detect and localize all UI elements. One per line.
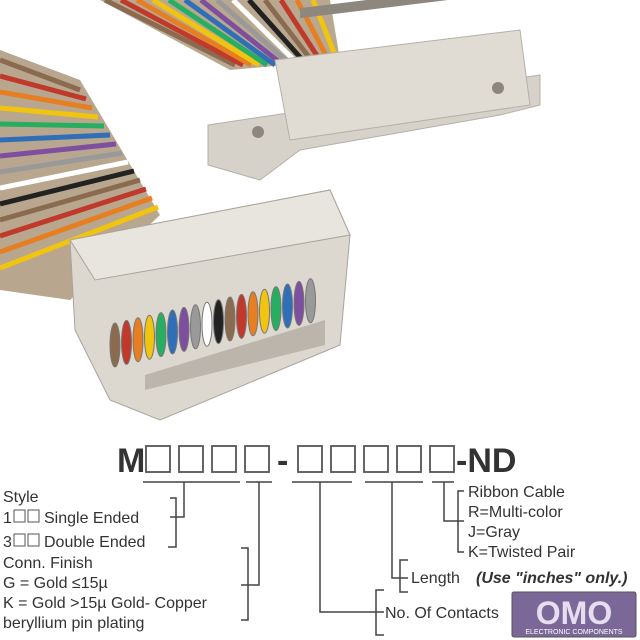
wire xyxy=(0,195,153,255)
wire xyxy=(0,168,135,207)
wire xyxy=(0,105,99,120)
wire xyxy=(263,0,317,67)
cable-j: J=Gray xyxy=(468,524,520,541)
wire xyxy=(0,89,93,111)
wire-end xyxy=(155,312,167,358)
wire-end xyxy=(236,293,247,339)
finish-title: Conn. Finish xyxy=(3,555,93,572)
wire-end xyxy=(224,296,236,342)
finish-k: K = Gold >15µ Gold- Copper xyxy=(3,595,208,612)
wire xyxy=(231,0,301,67)
wire-end xyxy=(132,317,144,363)
wire xyxy=(199,0,285,67)
style-single-ended: Single Ended xyxy=(44,510,139,527)
wire xyxy=(0,121,105,129)
wire xyxy=(0,186,147,239)
wire-end xyxy=(247,291,259,337)
cable-k: K=Twisted Pair xyxy=(468,544,576,561)
wire xyxy=(0,177,141,223)
wire xyxy=(0,57,81,93)
wire-end xyxy=(144,314,155,360)
length-note: (Use "inches" only.) xyxy=(476,570,628,587)
wire xyxy=(151,0,261,68)
finish-k-cont: beryllium pin plating xyxy=(3,615,144,632)
wire xyxy=(103,0,237,68)
wire-end xyxy=(282,283,293,329)
cable-title: Ribbon Cable xyxy=(468,484,565,501)
style-title: Style xyxy=(3,489,39,506)
wire xyxy=(215,0,293,67)
connector-front xyxy=(69,189,351,421)
length-label: Length xyxy=(411,570,460,587)
wire xyxy=(0,141,117,159)
wire-end xyxy=(293,280,305,326)
style-code-3: 3 xyxy=(3,534,12,551)
wire-end xyxy=(305,278,316,324)
leader-lines xyxy=(143,481,464,636)
cable-r: R=Multi-color xyxy=(468,504,563,521)
part-prefix: M xyxy=(117,442,145,480)
wire xyxy=(0,204,159,271)
wire xyxy=(183,0,277,68)
wire xyxy=(119,0,245,68)
part-suffix: -ND xyxy=(456,442,516,480)
wire-end xyxy=(201,301,213,347)
wire-end xyxy=(167,309,178,355)
wire-end xyxy=(121,319,132,365)
connector-rear xyxy=(207,0,541,181)
omo-logo-text: OMO xyxy=(536,595,612,631)
contacts-label: No. Of Contacts xyxy=(385,605,499,622)
style-double-ended: Double Ended xyxy=(44,534,145,551)
omo-logo-sub: ELECTRONIC COMPONENTS xyxy=(525,629,623,636)
wire xyxy=(0,132,111,143)
part-number: M - -ND xyxy=(117,442,516,480)
part-dash: - xyxy=(277,442,288,480)
wire-end xyxy=(270,286,282,332)
wire-end xyxy=(259,288,270,334)
wire-end xyxy=(109,322,121,368)
wire-end xyxy=(190,304,201,350)
wire xyxy=(167,0,269,68)
wire xyxy=(0,150,123,175)
wire xyxy=(0,73,87,102)
wire xyxy=(135,0,253,68)
wire xyxy=(247,0,309,67)
wire xyxy=(278,0,326,67)
style-code-1: 1 xyxy=(3,510,12,527)
wire xyxy=(0,159,129,191)
wire-end xyxy=(178,306,190,352)
omo-logo: OMO ELECTRONIC COMPONENTS xyxy=(511,591,637,638)
finish-g: G = Gold ≤15µ xyxy=(3,575,108,592)
wire-end xyxy=(213,299,224,345)
